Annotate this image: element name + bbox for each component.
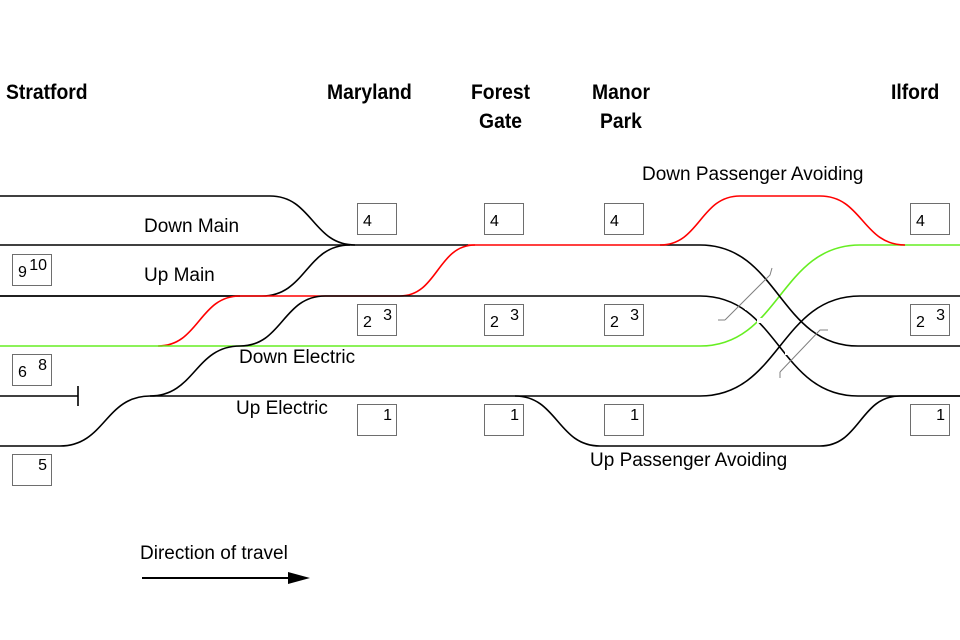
platform-stratford-9-10: 9 10 bbox=[12, 254, 52, 286]
station-name-line: Maryland bbox=[327, 81, 412, 104]
buffer-stop bbox=[0, 386, 79, 406]
label-up-passenger-avoiding: Up Passenger Avoiding bbox=[590, 450, 788, 471]
track-electric-connector bbox=[149, 345, 241, 397]
track-down-main-east bbox=[660, 244, 960, 347]
platform-forest-gate-2-3: 2 3 bbox=[484, 304, 524, 336]
label-up-electric: Up Electric bbox=[236, 398, 328, 419]
track-stratford-5-curve bbox=[0, 395, 151, 447]
track-up-electric bbox=[150, 295, 960, 397]
platform-ilford-2-3: 2 3 bbox=[910, 304, 950, 336]
station-name-line: Manor bbox=[592, 81, 650, 104]
platform-number: 8 bbox=[38, 357, 47, 374]
label-down-electric: Down Electric bbox=[239, 347, 356, 368]
platform-number: 2 bbox=[490, 314, 499, 331]
platform-number: 1 bbox=[936, 407, 945, 424]
platform-number: 3 bbox=[936, 307, 945, 324]
platform-maryland-1: 1 bbox=[357, 404, 397, 436]
station-name-line: Ilford bbox=[891, 81, 940, 104]
label-down-main: Down Main bbox=[144, 216, 240, 237]
platform-number: 4 bbox=[610, 213, 619, 230]
platform-number: 10 bbox=[29, 257, 47, 274]
platform-number: 3 bbox=[383, 307, 392, 324]
platform-stratford-6-8: 6 8 bbox=[12, 354, 52, 386]
station-name-line: Forest bbox=[471, 81, 531, 104]
platform-number: 1 bbox=[510, 407, 519, 424]
label-up-main: Up Main bbox=[144, 265, 215, 286]
station-maryland: Maryland bbox=[327, 78, 412, 107]
platform-ilford-1: 1 bbox=[910, 404, 950, 436]
platform-number: 1 bbox=[630, 407, 639, 424]
platform-number: 4 bbox=[916, 213, 925, 230]
track-down-electric-to-up-main bbox=[239, 295, 400, 347]
label-down-passenger-avoiding: Down Passenger Avoiding bbox=[642, 164, 864, 185]
station-manor-park: Manor Park bbox=[592, 78, 650, 136]
crossover-dash-gap bbox=[745, 305, 750, 310]
track-down-main-stratford-curve bbox=[0, 195, 356, 246]
platform-number: 4 bbox=[363, 213, 372, 230]
platform-number: 4 bbox=[490, 213, 499, 230]
platform-stratford-5: 5 bbox=[12, 454, 52, 486]
platform-forest-gate-1: 1 bbox=[484, 404, 524, 436]
direction-of-travel-label: Direction of travel bbox=[140, 543, 288, 564]
crossover-dash-gap bbox=[785, 350, 790, 355]
station-name-line: Gate bbox=[479, 110, 523, 133]
track-up-passenger-avoiding bbox=[514, 395, 960, 447]
platform-manor-park-2-3: 2 3 bbox=[604, 304, 644, 336]
track-down-passenger-avoiding bbox=[659, 195, 906, 246]
crossover-dash-gap bbox=[757, 318, 762, 323]
platform-number: 2 bbox=[610, 314, 619, 331]
platform-number: 9 bbox=[18, 264, 27, 281]
platform-number: 3 bbox=[510, 307, 519, 324]
platform-number: 5 bbox=[38, 457, 47, 474]
station-ilford: Ilford bbox=[891, 78, 939, 107]
platform-number: 3 bbox=[630, 307, 639, 324]
station-forest-gate: Forest Gate bbox=[471, 78, 530, 136]
platform-manor-park-4: 4 bbox=[604, 203, 644, 235]
platform-number: 2 bbox=[363, 314, 372, 331]
station-name-line: Park bbox=[600, 110, 642, 133]
platform-maryland-4: 4 bbox=[357, 203, 397, 235]
platform-number: 6 bbox=[18, 364, 27, 381]
station-name-line: Stratford bbox=[6, 81, 88, 104]
platform-number: 1 bbox=[383, 407, 392, 424]
bridge-marker-east bbox=[779, 329, 828, 378]
platform-forest-gate-4: 4 bbox=[484, 203, 524, 235]
right-arrow-icon bbox=[142, 572, 310, 584]
platform-ilford-4: 4 bbox=[910, 203, 950, 235]
platform-number: 2 bbox=[916, 314, 925, 331]
station-stratford: Stratford bbox=[6, 78, 88, 107]
platform-maryland-2-3: 2 3 bbox=[357, 304, 397, 336]
platform-manor-park-1: 1 bbox=[604, 404, 644, 436]
bridge-marker-west bbox=[718, 267, 773, 321]
